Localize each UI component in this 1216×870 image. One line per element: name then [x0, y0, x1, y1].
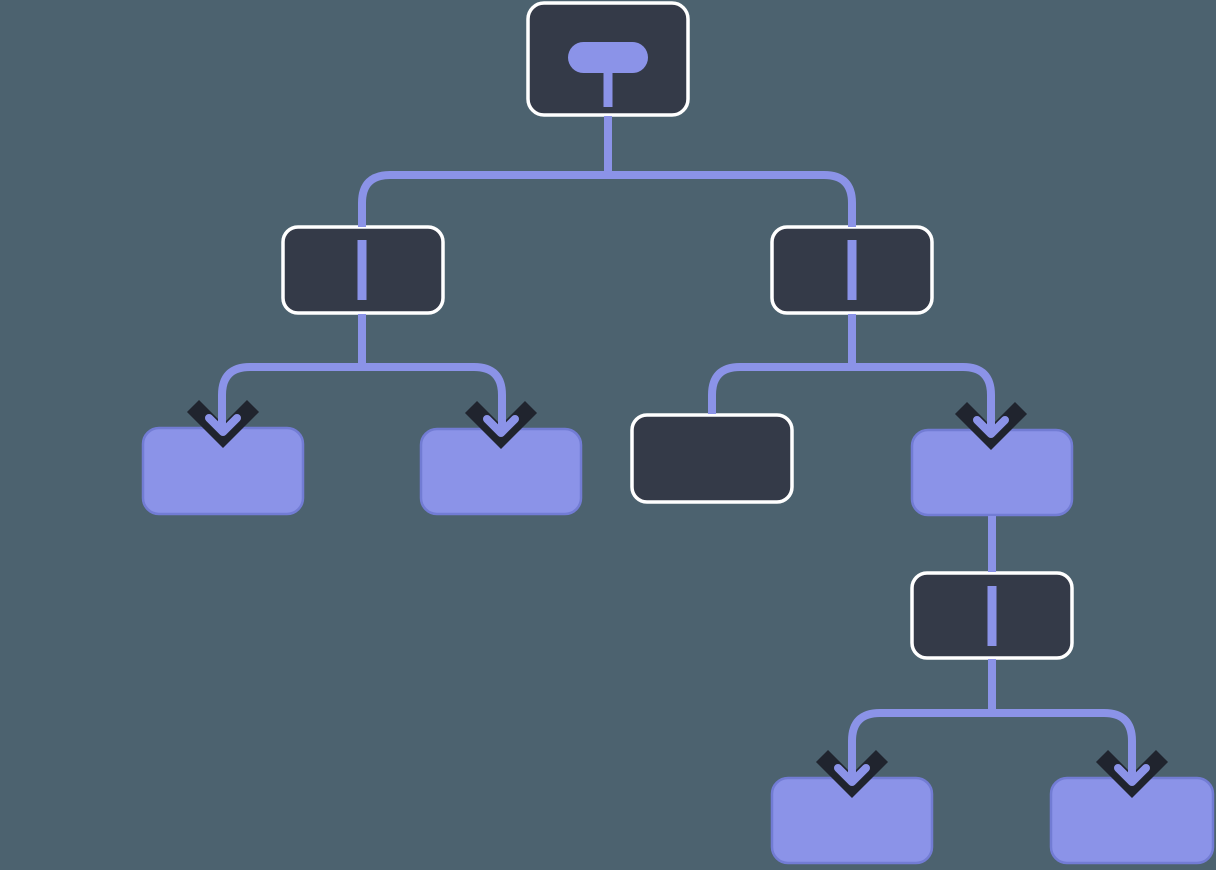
arrowhead-icon — [483, 415, 519, 437]
tree-node-branch-left — [281, 225, 445, 315]
tree-node-branch-right — [770, 225, 934, 315]
chevron-down-icon — [815, 749, 889, 799]
chevron-down-icon — [1095, 749, 1169, 799]
arrowhead-icon — [834, 764, 870, 786]
vertical-line-icon — [357, 240, 367, 300]
tree-node-root — [526, 1, 690, 117]
edge-root-to-branches — [358, 171, 856, 227]
arrowhead-icon — [205, 414, 241, 436]
vertical-line-icon — [987, 586, 997, 646]
edge-branch-bottom-to-leaves — [848, 709, 1136, 780]
edge-branch-right-to-children — [708, 363, 995, 432]
edge-branch-left-to-leaves — [218, 363, 506, 430]
chevron-down-icon — [954, 401, 1028, 451]
arrowhead-icon — [973, 416, 1009, 438]
root-pill-icon — [568, 42, 648, 107]
tree-node-plain[interactable] — [630, 413, 794, 504]
tree-node-branch-bottom — [910, 571, 1074, 660]
vertical-line-icon — [847, 240, 857, 300]
arrowhead-icon — [1114, 764, 1150, 786]
